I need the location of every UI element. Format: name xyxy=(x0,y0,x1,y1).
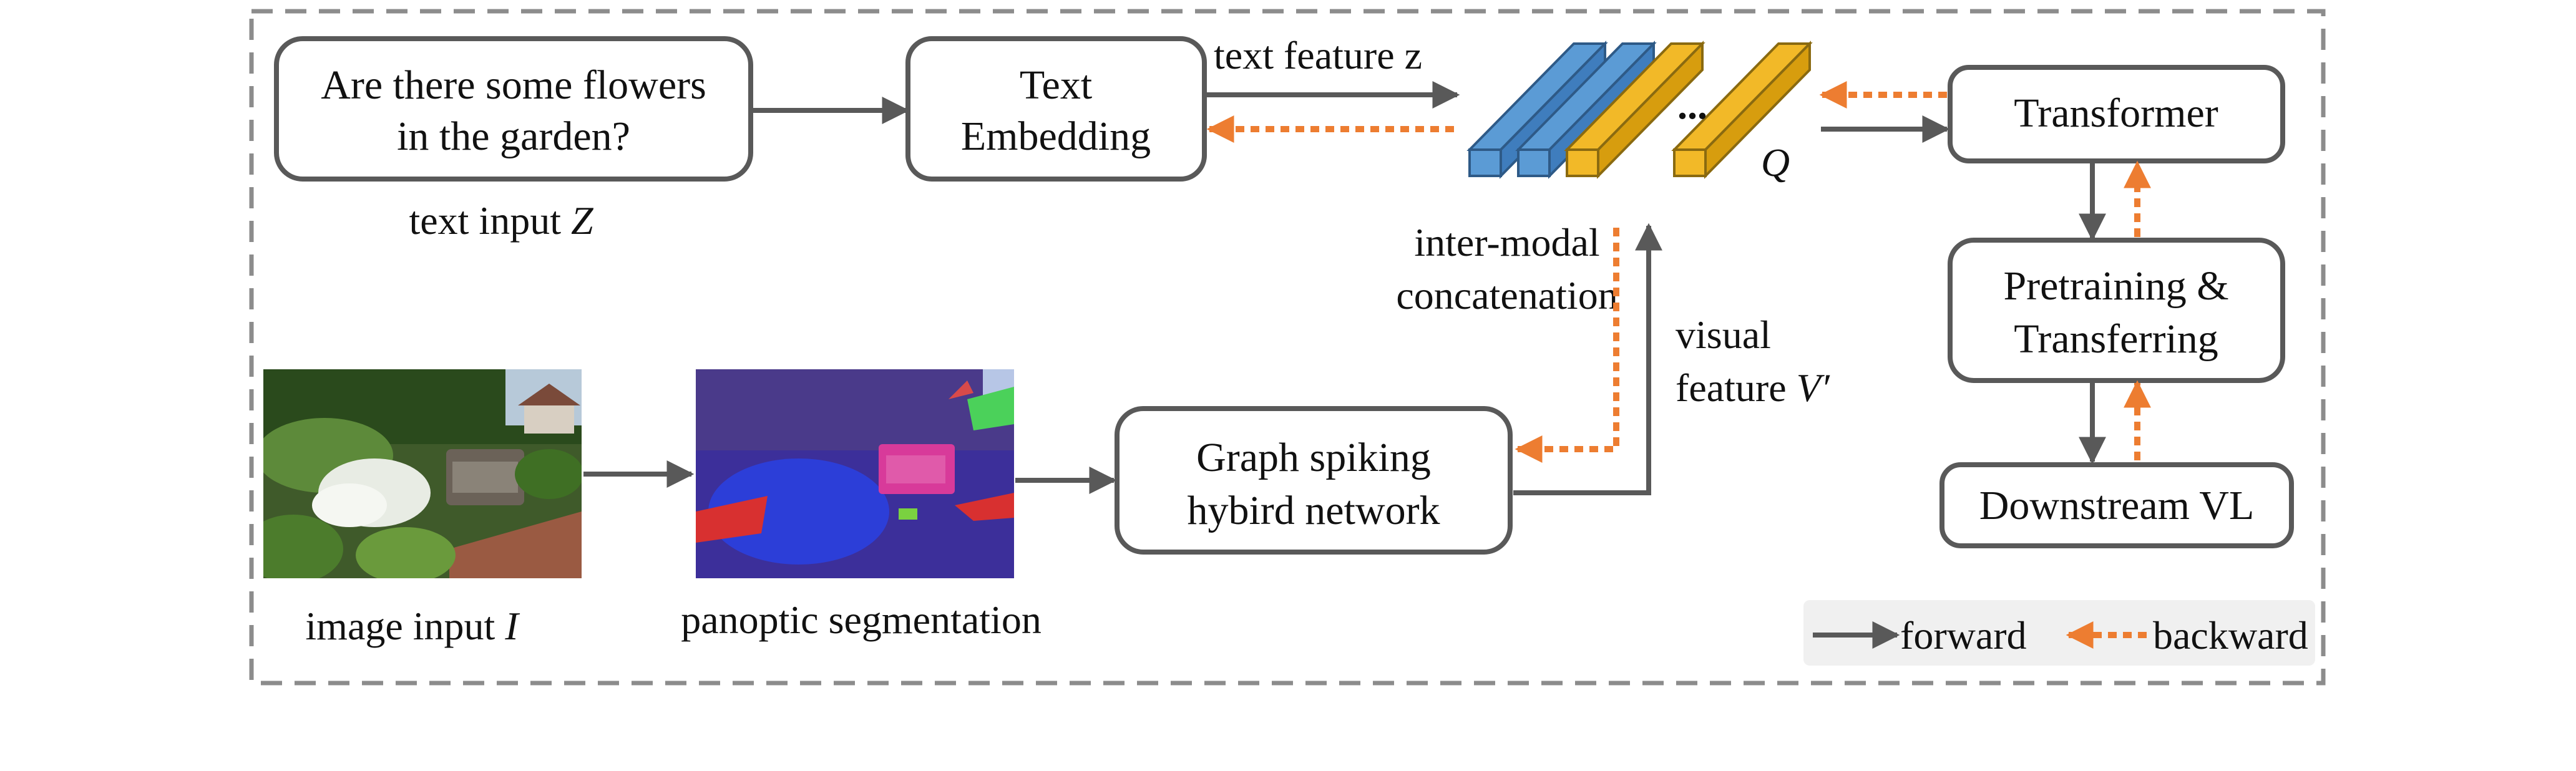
downstream-box: Downstream VL xyxy=(1939,462,2294,548)
question-text-line2: in the garden? xyxy=(397,114,630,159)
token-yellow-1 xyxy=(1564,41,1705,179)
gsn-label-line2: hybird network xyxy=(1187,488,1440,533)
panoptic-segmentation-label: panoptic segmentation xyxy=(681,598,1042,642)
downstream-label: Downstream VL xyxy=(1979,483,2255,528)
text-feature-label: text feature z xyxy=(1214,33,1422,77)
legend-backward-label: backward xyxy=(2153,613,2308,657)
text-embedding-label-line1: Text xyxy=(1020,62,1092,108)
arrow-gsn-to-tokens xyxy=(1513,223,1662,495)
question-text-line1: Are there some flowers xyxy=(321,62,706,108)
transformer-label: Transformer xyxy=(2014,90,2218,136)
legend-background xyxy=(1803,600,2315,666)
inter-modal-label-line2: concatenation xyxy=(1396,273,1617,318)
backward-arrow-tokens-to-gsn xyxy=(1515,228,1619,463)
pretraining-label-line2: Transferring xyxy=(2014,316,2218,362)
outer-frame xyxy=(249,9,2326,686)
visual-feature-label-line1: visual xyxy=(1676,313,1771,357)
garden-photo xyxy=(263,369,582,578)
panoptic-segmentation-map xyxy=(696,369,1014,578)
token-bars xyxy=(1466,41,1813,179)
pretraining-box: Pretraining & Transferring xyxy=(1948,238,2285,383)
legend: forward backward xyxy=(1803,600,2315,666)
text-embedding-label-line2: Embedding xyxy=(961,114,1151,159)
q-symbol: Q xyxy=(1761,140,1790,185)
legend-forward-label: forward xyxy=(1900,613,2027,657)
image-input-label: image input I xyxy=(305,604,520,648)
pretraining-label-line1: Pretraining & xyxy=(2003,263,2228,309)
inter-modal-label-line1: inter-modal xyxy=(1414,220,1599,264)
text-input-label: text input Z xyxy=(409,198,594,243)
transformer-box: Transformer xyxy=(1948,65,2285,163)
question-box: Are there some flowers in the garden? xyxy=(274,36,753,182)
token-ellipsis: ... xyxy=(1677,83,1707,127)
visual-feature-label-line2: feature V′ xyxy=(1676,366,1830,410)
gsn-label-line1: Graph spiking xyxy=(1196,435,1431,480)
graph-spiking-network-box: Graph spiking hybird network xyxy=(1115,406,1513,555)
token-yellow-q xyxy=(1671,41,1813,179)
text-embedding-box: Text Embedding xyxy=(905,36,1207,182)
